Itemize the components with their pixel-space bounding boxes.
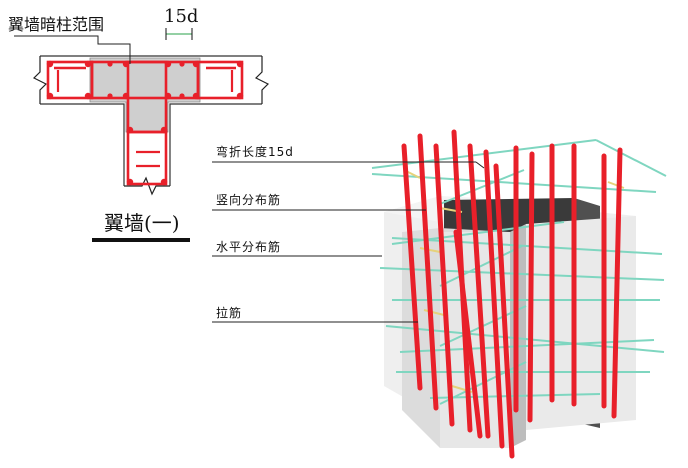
rebar-dot (84, 92, 92, 100)
horizontal-bars-label: 水平分布筋 (216, 239, 281, 254)
flange-bottom-left-edge (40, 103, 125, 186)
rebar-dot (179, 61, 185, 67)
dimension-label: 15d (164, 6, 198, 27)
vertical-bars-label: 竖向分布筋 (216, 192, 281, 207)
lower-web-stirrup (126, 130, 168, 186)
rebar-dot (192, 92, 200, 100)
plan-title: 翼墙(一) (104, 211, 180, 235)
rebar-dot (84, 60, 92, 68)
rebar-dot (160, 178, 168, 186)
range-leader-line (14, 35, 131, 64)
wall-3d-view: 弯折长度15d 竖向分布筋 水平分布筋 拉筋 (212, 129, 667, 459)
plan-rebar-dots (46, 60, 244, 186)
vertical-bar (527, 151, 535, 423)
horizontal-bar (391, 221, 565, 245)
vertical-distribution-bars (401, 129, 623, 459)
tie-bars-label: 拉筋 (216, 305, 242, 320)
hidden-column-zone (89, 57, 201, 133)
rebar-dot (46, 92, 54, 100)
rebar-dot (107, 61, 113, 67)
rebar-dot (122, 60, 130, 68)
vertical-bar (493, 163, 515, 459)
horizontal-bar (595, 139, 667, 177)
rebar-dot (126, 126, 134, 134)
rebar-dot (236, 60, 244, 68)
horizontal-bar (439, 169, 525, 205)
vertical-bar (467, 143, 491, 439)
vertical-bar (417, 133, 439, 411)
plan-section: 翼墙暗柱范围 15d 翼墙(一) (8, 6, 270, 242)
rebar-dot (160, 126, 168, 134)
range-label: 翼墙暗柱范围 (8, 15, 104, 34)
tie-bar (419, 247, 441, 253)
rebar-dot (179, 93, 185, 99)
plan-inner-ties (56, 70, 234, 168)
vertical-bar (433, 143, 455, 427)
vertical-bar (453, 229, 483, 439)
rebar-dot (46, 60, 54, 68)
rebar-dot (107, 93, 113, 99)
rebar-dot (192, 60, 200, 68)
rebar-dot (126, 178, 134, 186)
horizontal-bar (399, 339, 655, 353)
horizontal-bar (439, 245, 523, 287)
rebar-dot (164, 92, 172, 100)
break-mark-right (254, 56, 270, 104)
dimension-15d: 15d (164, 6, 198, 40)
vertical-bar (483, 149, 505, 449)
callout-leaders (212, 161, 485, 323)
break-mark-bottom (124, 176, 170, 196)
bend-length-label: 弯折长度15d (216, 144, 294, 159)
bend-length-leader-tip (475, 161, 485, 169)
vertical-bar (401, 143, 423, 391)
flange-bottom-right-edge (169, 103, 262, 186)
rebar-dot (236, 92, 244, 100)
vertical-bar (611, 147, 623, 419)
rebar-dot (122, 92, 130, 100)
break-mark-left (32, 56, 48, 104)
rebar-dot (164, 60, 172, 68)
